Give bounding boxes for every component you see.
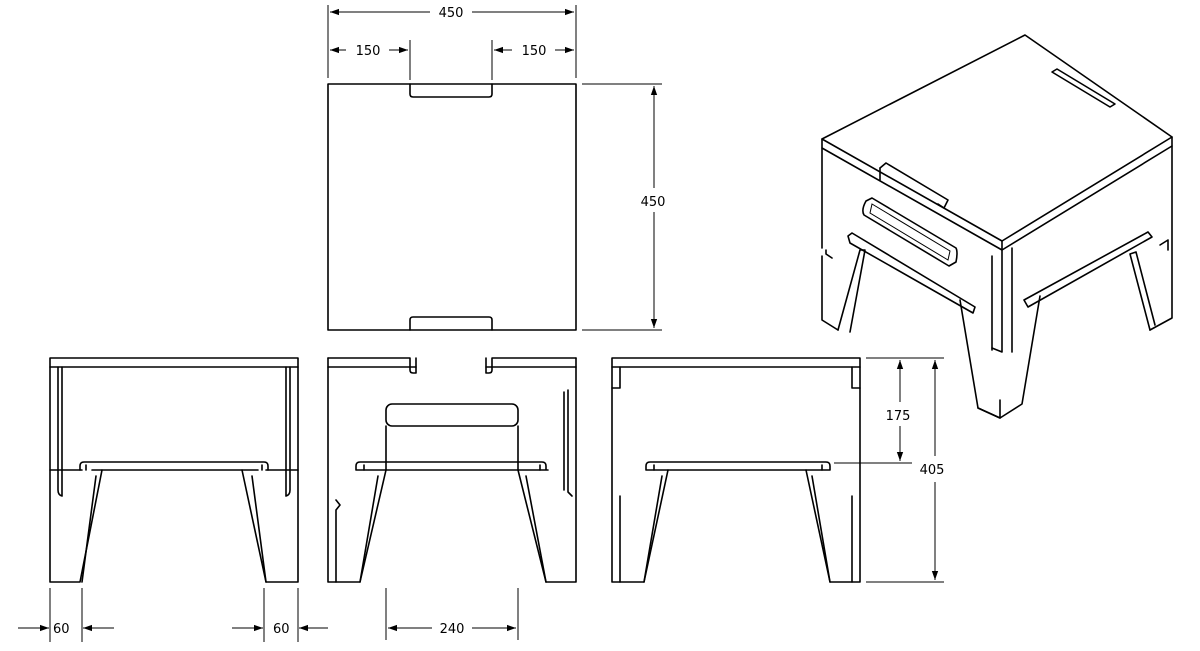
iso-crossbar-right — [1023, 231, 1153, 308]
dim-label-top-depth: 450 — [641, 195, 666, 210]
dimension-crossbar-height: 175 — [834, 357, 944, 583]
iso-seat-top — [821, 34, 1173, 242]
front-seat-top — [327, 357, 577, 374]
dimension-overall-height: 405 — [920, 360, 945, 580]
dim-label-crossbar-height: 175 — [886, 409, 911, 424]
iso-left-panel-edge — [821, 147, 839, 331]
top-view — [327, 5, 662, 331]
iso-seat-slot — [1051, 68, 1116, 108]
iso-right-panel-edge — [1149, 145, 1173, 331]
dimension-slot-right: 150 — [494, 44, 574, 59]
dimension-leg-right: 60 — [232, 588, 328, 642]
top-view-slot-top — [409, 83, 493, 98]
front-handle-hole — [385, 403, 519, 427]
front-crossbar — [355, 461, 549, 471]
front-view — [327, 357, 577, 583]
dimension-back-opening: 240 — [385, 588, 519, 640]
side-view-left — [49, 357, 299, 583]
dimension-leg-left: 60 — [18, 588, 114, 642]
dim-label-top-width: 450 — [439, 6, 464, 21]
dimension-top-depth: 450 — [641, 86, 666, 328]
top-view-seat-outline — [327, 83, 577, 331]
side-right-crossbar — [645, 461, 831, 471]
side-right-seat — [611, 357, 861, 368]
side-view-right — [611, 357, 861, 583]
dim-label-slot-right: 150 — [522, 44, 547, 59]
top-view-slot-bottom — [409, 316, 493, 331]
iso-crossbar-left — [847, 232, 976, 314]
dim-label-leg-right: 60 — [273, 622, 290, 637]
dim-label-leg-left: 60 — [53, 622, 70, 637]
dim-label-back-opening: 240 — [440, 622, 465, 637]
dim-label-overall-height: 405 — [920, 463, 945, 478]
dimension-slot-left: 150 — [330, 44, 408, 59]
isometric-view — [821, 34, 1173, 419]
dimension-top-width: 450 — [330, 6, 574, 21]
iso-top-tab — [879, 162, 949, 209]
dim-label-slot-left: 150 — [356, 44, 381, 59]
iso-handle-hole — [862, 197, 958, 267]
side-left-seat — [49, 357, 299, 368]
